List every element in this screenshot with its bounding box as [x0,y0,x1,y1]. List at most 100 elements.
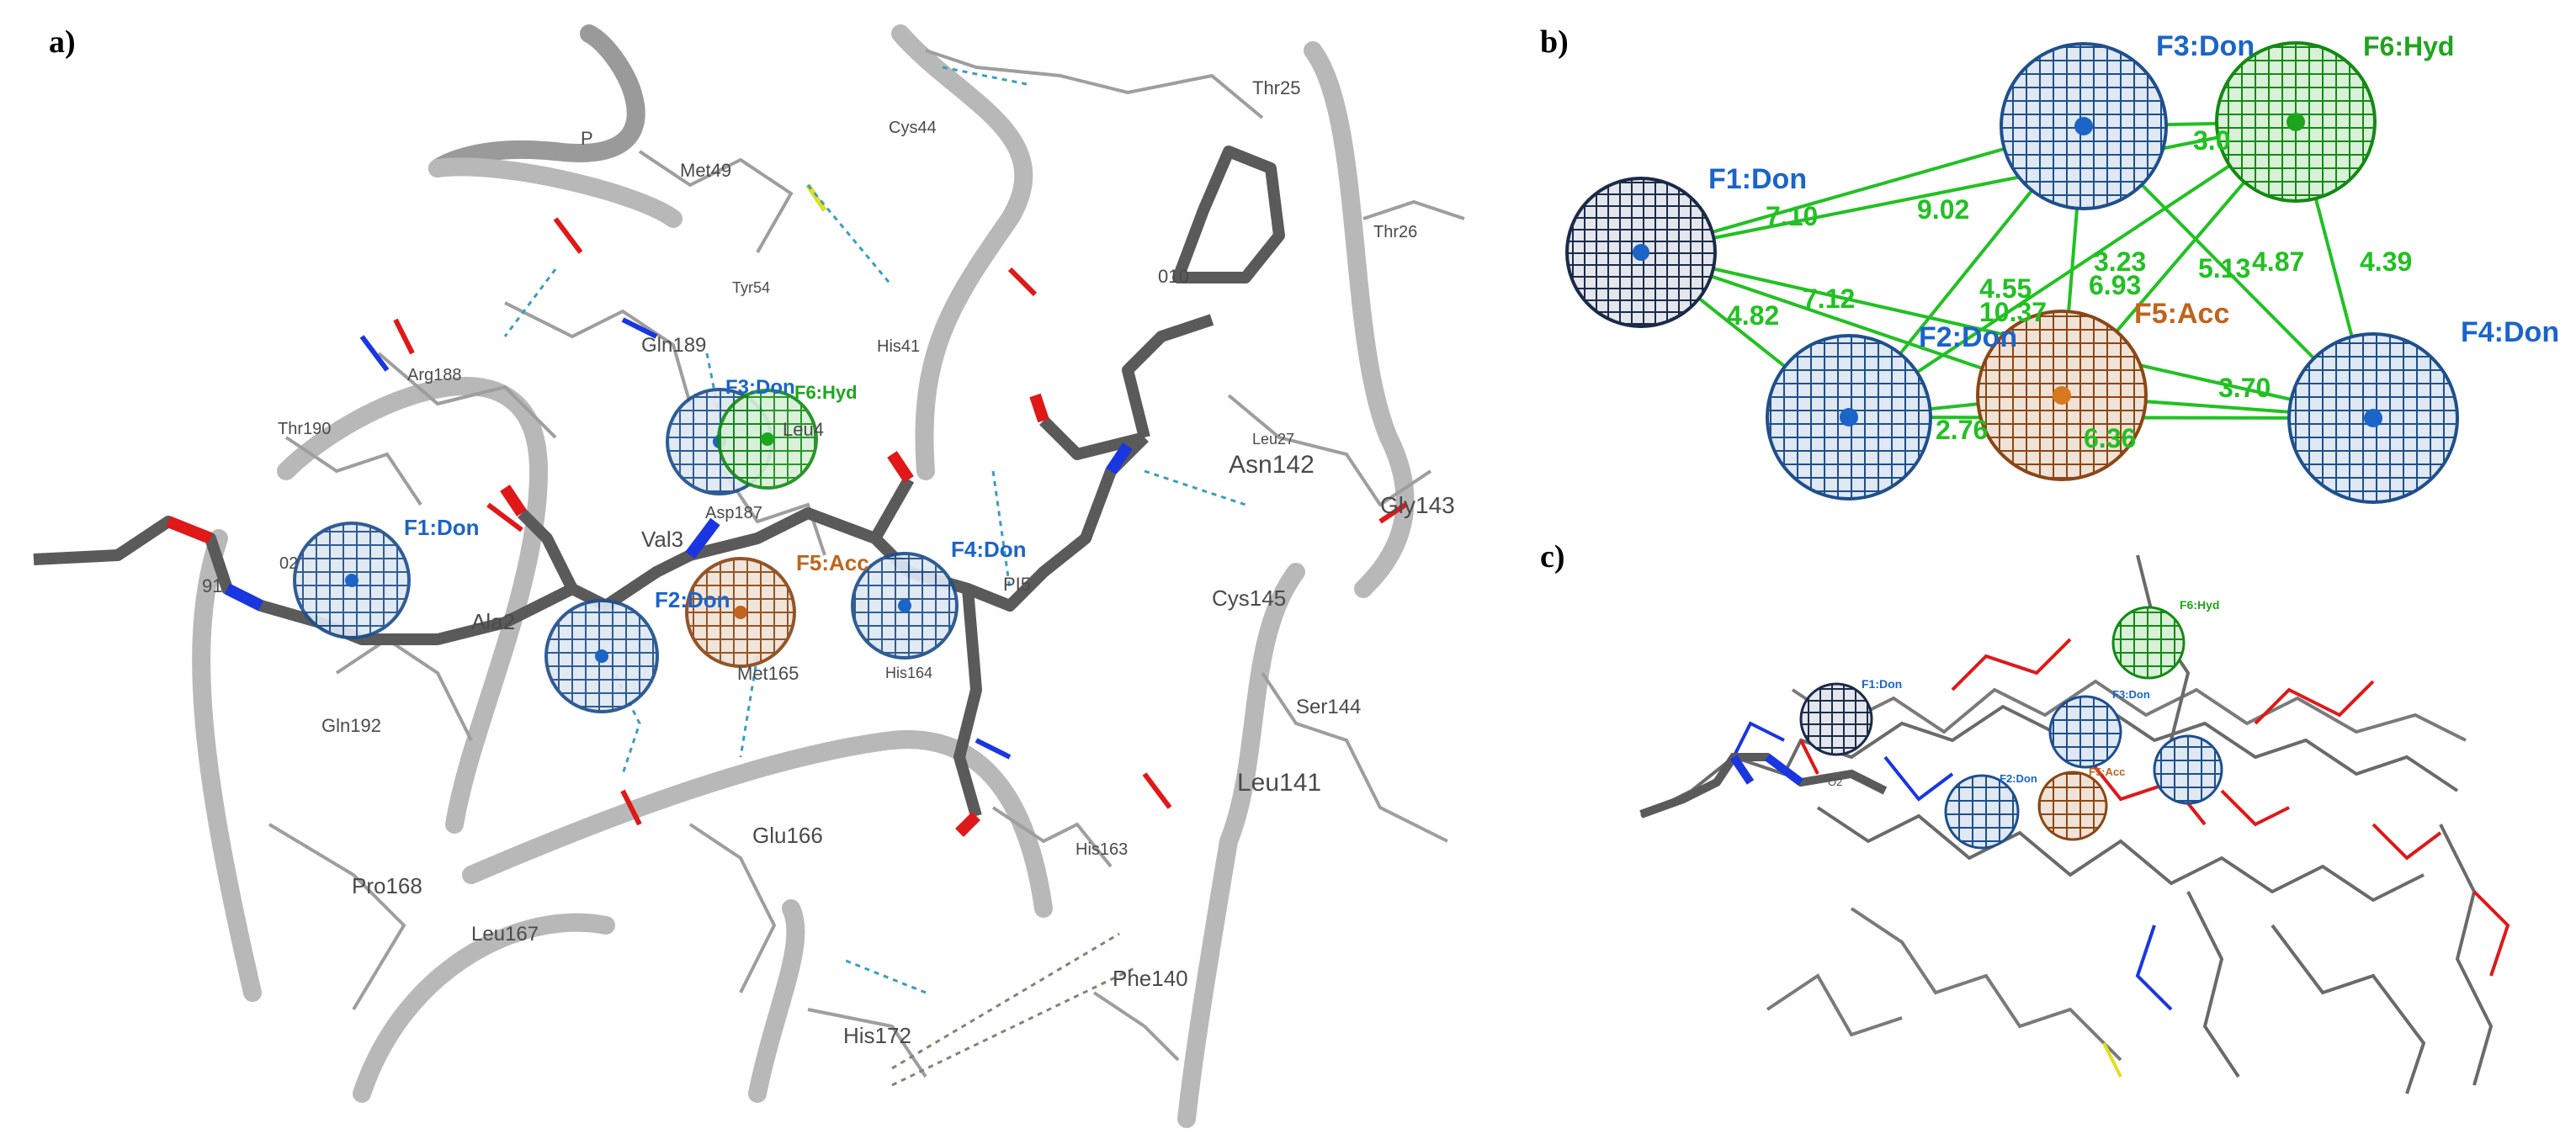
dist-f6-f2: 3.23 [2094,246,2146,277]
panel-b-label: b) [1540,24,1569,60]
a-label-f1: F1:Don [404,515,480,540]
b-label-f3: F3:Don [2156,30,2255,62]
residue-met49: Met49 [680,160,731,181]
heteroatom-sticks [359,183,1407,826]
residue-leu4: Leu4 [783,419,824,440]
residue-sidechains [268,49,1465,1078]
residue-cys145: Cys145 [1212,585,1286,611]
b-label-f5: F5:Acc [2134,298,2229,330]
a-label-f3: F3:Don [725,376,795,399]
residue-his164: His164 [885,665,932,681]
residue-thr190: Thr190 [278,420,331,438]
dist-f1-f2: 4.82 [1727,300,1779,331]
residue-leu27: Leu27 [1252,431,1294,448]
front-ligand [1639,753,1888,818]
b-label-f4: F4:Don [2461,316,2559,348]
residue-p: P [581,128,593,149]
residue-his163: His163 [1076,840,1128,859]
dist-f2-f4: 6.36 [2084,423,2136,453]
dist-f1-f6: 9.02 [1917,194,1969,225]
residue-asn142: Asn142 [1229,451,1315,479]
panel-a: F1:Don F2:Don F3:Don F6:Hyd F5:Acc F4:Do… [33,24,1465,1128]
residue-tyr54: Tyr54 [732,279,770,296]
residue-gln189: Gln189 [641,334,706,357]
residue-02: 02 [279,554,298,573]
c-label-f2: F2:Don [2000,772,2037,785]
residue-cys44: Cys44 [889,119,937,137]
b-feature-f3-sphere [2000,42,2168,210]
dist-f3-f5: 4.55 [1979,273,2032,304]
residue-phe140: Phe140 [1113,966,1188,991]
c-feature-f2-sphere [1944,774,2020,850]
b-label-f6: F6:Hyd [2363,31,2454,61]
c-label-f3: F3:Don [2112,688,2150,701]
protein-ribbons [192,24,1415,1128]
panel-b: F1:Don F3:Don F6:Hyd F2:Don F5:Acc F4:Do… [1565,30,2559,504]
dist-f6-x: 4.87 [2252,246,2304,277]
feature-f4-sphere [851,552,959,660]
panel-c-label: c) [1540,539,1565,575]
residue-pro168: Pro168 [352,873,422,898]
dist-f1-f3: 7.10 [1766,201,1818,231]
panel-c: F1:Don F2:Don F3:Don F5:Acc F6:Hyd O2 [1639,554,2510,1094]
dist-f3-f4: 5.13 [2198,253,2250,283]
residue-gly143: Gly143 [1380,492,1455,518]
residue-labels: P Met49 Cys44 Thr25 Thr26 Tyr54 Arg188 G… [202,77,1455,1048]
front-ligand-hetero [1729,754,1803,786]
residue-val3: Val3 [641,527,683,552]
residue-o10: 010 [1158,266,1189,287]
dist-f1-f5: 7.12 [1803,283,1855,314]
residue-thr25: Thr25 [1252,77,1300,98]
residue-asp187: Asp187 [705,504,762,522]
c-feature-f4-sphere [2153,734,2223,805]
b-feature-f6-sphere [2215,41,2377,203]
c-feature-f6-sphere [2111,606,2186,680]
residue-gln192: Gln192 [321,715,381,736]
b-label-f2: F2:Don [1919,321,2017,353]
residue-his41: His41 [877,337,920,356]
c-feature-f5-sphere [2037,771,2108,841]
dist-f6-f4: 4.39 [2360,246,2412,277]
hydrophobic-contact-lines [891,932,1137,1087]
c-label-f6: F6:Hyd [2180,598,2219,612]
c-feature-f3-sphere [2048,695,2122,769]
residue-thr26: Thr26 [1373,223,1417,241]
residue-pi5: PI5 [1003,574,1031,595]
b-feature-f5-sphere [1976,310,2148,481]
feature-f5-sphere [685,557,796,668]
b-feature-f2-sphere [1766,334,1932,501]
a-label-f4: F4:Don [951,537,1027,562]
panel-a-label: a) [49,24,76,60]
b-feature-f1-sphere [1565,177,1717,328]
residue-his172: His172 [843,1023,911,1048]
residue-91: 91 [202,575,222,596]
residue-leu167: Leu167 [471,923,539,946]
residue-ser144: Ser144 [1296,696,1361,718]
residue-ala2: Ala2 [471,609,515,634]
dist-f5-f4: 3.70 [2218,373,2271,403]
a-label-f6: F6:Hyd [794,382,858,403]
a-label-f5: F5:Acc [796,550,869,575]
a-label-f2: F2:Don [655,587,730,612]
residue-arg188: Arg188 [407,366,462,384]
c-feature-f1-sphere [1799,682,1873,756]
dist-f6-f5: 6.93 [2089,270,2141,300]
dist-f3-f6: 3.0 [2193,125,2230,156]
ligand [33,146,1285,818]
dist-f3-f2: 10.37 [1979,297,2047,327]
c-label-f5: F5:Acc [2089,766,2125,778]
b-label-f1: F1:Don [1708,163,1807,195]
c-atom-label: O2 [1828,776,1842,788]
feature-f6-sphere [717,389,818,490]
residue-glu166: Glu166 [752,823,823,848]
c-label-f1: F1:Don [1862,677,1902,691]
distance-labels: 7.10 9.02 4.82 7.12 3.0 4.55 5.13 3.23 6… [1727,125,2412,453]
residue-leu141: Leu141 [1237,769,1321,797]
residue-met165: Met165 [737,663,799,684]
feature-f1-sphere [293,522,411,639]
feature-f2-sphere [544,599,659,713]
ligand-hetero [166,393,1133,837]
b-feature-f4-sphere [2287,332,2459,504]
dist-f2-f5: 2.76 [1936,415,1988,445]
